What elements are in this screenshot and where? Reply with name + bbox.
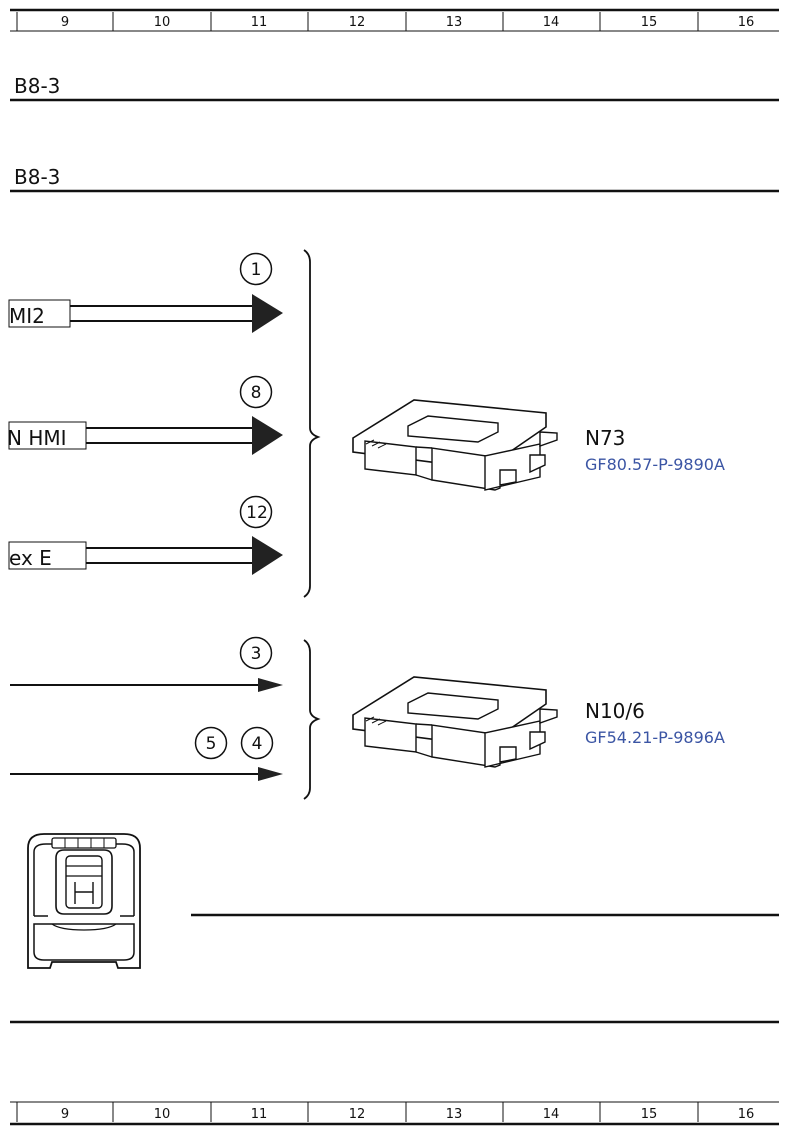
module-name: N10/6 [585,699,645,723]
connection-number-circle [240,726,274,760]
bottom-grid-ruler: 9 10 11 12 13 14 15 16 [10,1101,779,1126]
arrowhead-icon [258,767,283,781]
connection-number: 8 [251,383,262,403]
grid-col-label: 12 [349,1107,366,1122]
grid-col-label: 16 [738,1107,755,1122]
section-header: B8-3 [10,74,779,102]
section-header: B8-3 [10,165,779,193]
grid-col-label: 16 [738,15,755,30]
signal-label: N HMI [7,426,67,450]
signal-label: MI2 [9,304,45,328]
grid-col-label: 13 [446,1107,463,1122]
arrowhead-icon [252,294,283,333]
top-grid-ruler: 9 10 11 12 13 14 15 16 [10,8,779,32]
grid-col-label: 13 [446,15,463,30]
connection-number: 4 [252,734,263,754]
arrowhead-icon [252,416,283,455]
arrowhead-icon [252,536,283,575]
section-label: B8-3 [14,165,60,189]
signal-line: MI2 1 [8,252,283,333]
grid-col-label: 11 [251,1107,268,1122]
module-reference-link[interactable]: GF80.57-P-9890A [585,455,725,474]
signal-label-box [8,299,71,328]
simple-line: 5 4 [10,726,283,781]
connection-number: 5 [206,734,217,754]
simple-line: 3 [10,636,283,692]
connection-number: 12 [246,503,268,523]
connection-number-circle [239,495,273,529]
connection-number-circle [194,726,228,760]
grid-col-label: 9 [61,1107,69,1122]
group-brace [303,639,321,800]
signal-label: ex E [9,546,52,570]
grid-col-label: 14 [543,1107,560,1122]
grid-col-label: 15 [641,15,658,30]
signal-line: ex E 12 [8,495,283,575]
connection-number-circle [239,375,273,409]
grid-col-label: 9 [61,15,69,30]
gear-selector-switch-icon [27,833,141,969]
signal-label-box [8,541,87,570]
signal-label-box [8,421,87,450]
section-label: B8-3 [14,74,60,98]
connection-number: 3 [251,644,262,664]
grid-col-label: 15 [641,1107,658,1122]
connection-number: 1 [251,260,262,280]
grid-col-label: 11 [251,15,268,30]
connection-number-circle [239,636,273,670]
signal-line: N HMI 8 [7,375,283,455]
grid-col-label: 12 [349,15,366,30]
control-unit-icon [352,399,558,491]
grid-col-label: 14 [543,15,560,30]
group-brace [303,249,321,598]
module-name: N73 [585,426,625,450]
grid-col-label: 10 [154,15,171,30]
control-unit-icon [352,676,558,768]
grid-col-label: 10 [154,1107,171,1122]
arrowhead-icon [258,678,283,692]
connection-number-circle [239,252,273,286]
module-reference-link[interactable]: GF54.21-P-9896A [585,728,725,747]
